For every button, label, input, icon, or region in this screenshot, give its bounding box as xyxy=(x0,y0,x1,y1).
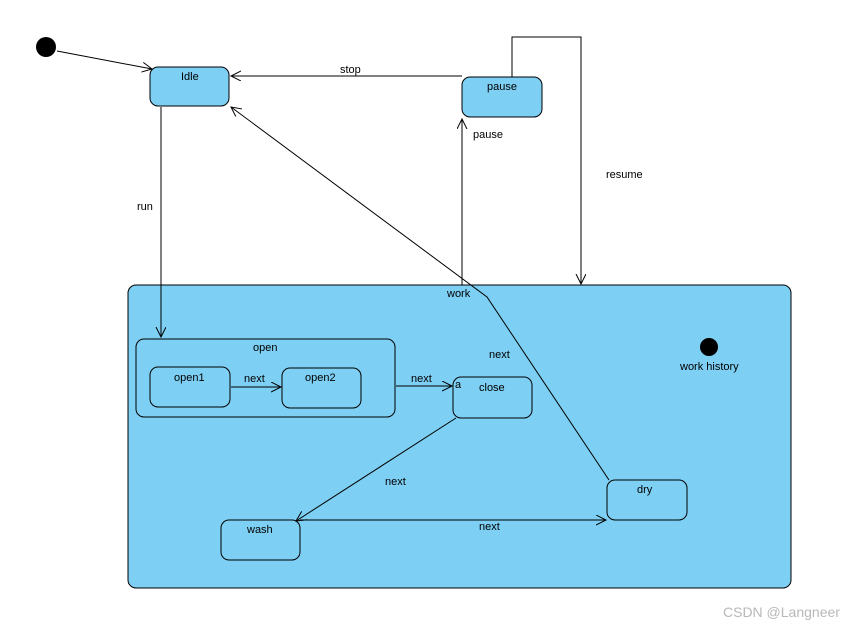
initial-transition xyxy=(56,50,152,69)
stop-transition-label: stop xyxy=(340,64,361,76)
initial-state xyxy=(36,37,56,57)
wash-state[interactable] xyxy=(220,519,301,561)
dry-idle-transition xyxy=(231,107,610,481)
pause-state[interactable] xyxy=(461,76,543,118)
open1-state-label: open1 xyxy=(174,372,205,384)
close-state[interactable] xyxy=(452,376,533,419)
dry-idle-transition-label: next xyxy=(489,349,510,361)
work-history-marker xyxy=(700,338,718,356)
idle-state-label: Idle xyxy=(181,71,199,83)
wash-state-label: wash xyxy=(246,524,273,536)
close-wash-transition-label: next xyxy=(385,476,406,488)
close-wash-transition xyxy=(296,417,457,521)
work-state-label: work xyxy=(446,288,471,300)
open-state-label: open xyxy=(253,342,277,354)
close-state-label: close xyxy=(479,382,505,394)
dry-state-label: dry xyxy=(637,484,653,496)
watermark: CSDN @Langneer xyxy=(723,604,840,620)
open1-open2-transition-label: next xyxy=(244,373,265,385)
open-state[interactable] xyxy=(135,338,396,418)
resume-transition xyxy=(511,36,581,284)
idle-state[interactable] xyxy=(149,66,230,107)
work-state[interactable] xyxy=(127,284,792,589)
dry-state[interactable] xyxy=(606,479,688,521)
run-transition-label: run xyxy=(137,201,153,213)
close-state-marker: a xyxy=(455,379,462,391)
run-label-bg xyxy=(134,199,160,213)
resume-transition-label: resume xyxy=(606,169,643,181)
pause-transition-label: pause xyxy=(473,129,503,141)
wash-dry-transition-label: next xyxy=(479,521,500,533)
open-close-transition-label: next xyxy=(411,373,432,385)
open1-state[interactable] xyxy=(149,366,231,408)
open2-state-label: open2 xyxy=(305,372,336,384)
work-history-label: work history xyxy=(679,361,739,373)
pause-state-label: pause xyxy=(487,81,517,93)
